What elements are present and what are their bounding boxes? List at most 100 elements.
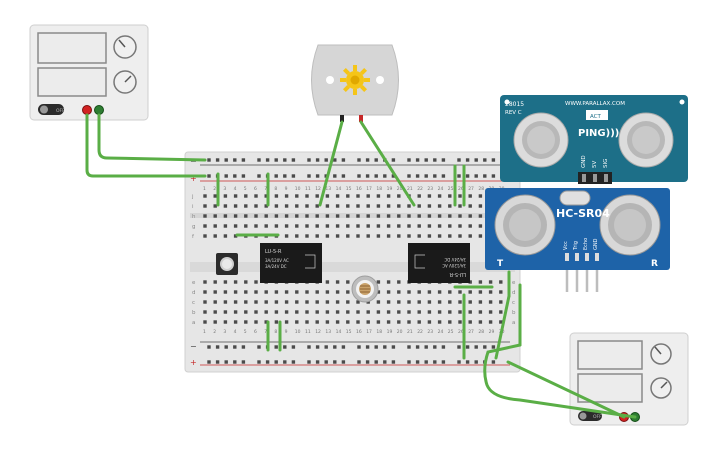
breadboard-hole[interactable]	[468, 290, 472, 294]
breadboard-hole[interactable]	[274, 214, 279, 218]
breadboard-hole[interactable]	[295, 234, 299, 238]
breadboard-hole[interactable]	[448, 234, 452, 238]
breadboard-hole[interactable]	[407, 234, 411, 238]
breadboard-hole[interactable]	[241, 174, 246, 178]
breadboard-hole[interactable]	[356, 320, 360, 324]
breadboard-hole[interactable]	[213, 300, 217, 304]
breadboard-hole[interactable]	[356, 310, 360, 314]
breadboard-hole[interactable]	[233, 360, 237, 364]
breadboard-hole[interactable]	[458, 224, 462, 228]
breadboard-hole[interactable]	[233, 224, 238, 228]
breadboard-hole[interactable]	[366, 224, 370, 228]
breadboard-hole[interactable]	[448, 224, 452, 228]
breadboard-hole[interactable]	[307, 174, 311, 178]
breadboard-hole[interactable]	[386, 320, 391, 324]
breadboard-hole[interactable]	[397, 224, 401, 228]
breadboard-hole[interactable]	[215, 158, 220, 162]
breadboard-hole[interactable]	[274, 158, 278, 162]
breadboard-hole[interactable]	[468, 204, 472, 208]
breadboard-hole[interactable]	[407, 345, 411, 349]
breadboard-hole[interactable]	[274, 310, 279, 314]
breadboard-hole[interactable]	[376, 280, 381, 284]
breadboard-hole[interactable]	[457, 158, 461, 162]
breadboard-hole[interactable]	[295, 320, 299, 324]
breadboard-hole[interactable]	[424, 158, 428, 162]
breadboard-hole[interactable]	[284, 224, 289, 228]
breadboard-hole[interactable]	[386, 204, 391, 208]
breadboard-hole[interactable]	[465, 360, 470, 364]
breadboard-hole[interactable]	[341, 174, 346, 178]
breadboard-hole[interactable]	[365, 345, 370, 349]
breadboard-hole[interactable]	[433, 174, 437, 178]
breadboard-hole[interactable]	[391, 158, 396, 162]
breadboard-hole[interactable]	[391, 174, 396, 178]
breadboard-hole[interactable]	[386, 310, 391, 314]
breadboard-hole[interactable]	[265, 360, 270, 364]
breadboard-hole[interactable]	[478, 214, 483, 218]
breadboard-hole[interactable]	[291, 174, 296, 178]
breadboard-hole[interactable]	[465, 158, 470, 162]
breadboard-hole[interactable]	[207, 174, 211, 178]
breadboard-hole[interactable]	[283, 360, 287, 364]
breadboard-hole[interactable]	[427, 194, 432, 198]
breadboard-hole[interactable]	[383, 174, 387, 178]
breadboard-hole[interactable]	[223, 300, 228, 304]
breadboard-hole[interactable]	[468, 234, 472, 238]
breadboard-hole[interactable]	[458, 300, 462, 304]
breadboard-hole[interactable]	[315, 234, 319, 238]
breadboard-hole[interactable]	[499, 280, 503, 284]
breadboard-hole[interactable]	[295, 214, 299, 218]
breadboard-hole[interactable]	[448, 204, 452, 208]
breadboard-hole[interactable]	[335, 204, 340, 208]
breadboard-hole[interactable]	[468, 194, 472, 198]
breadboard-hole[interactable]	[499, 310, 503, 314]
breadboard-hole[interactable]	[433, 345, 437, 349]
breadboard-hole[interactable]	[478, 300, 483, 304]
breadboard-hole[interactable]	[488, 320, 493, 324]
breadboard-hole[interactable]	[386, 214, 391, 218]
breadboard-hole[interactable]	[437, 214, 442, 218]
breadboard-hole[interactable]	[499, 320, 503, 324]
breadboard-hole[interactable]	[448, 194, 452, 198]
breadboard-hole[interactable]	[315, 320, 319, 324]
breadboard-hole[interactable]	[397, 320, 401, 324]
breadboard-hole[interactable]	[335, 310, 340, 314]
breadboard-hole[interactable]	[483, 158, 487, 162]
breadboard-hole[interactable]	[417, 234, 421, 238]
breadboard-hole[interactable]	[307, 158, 311, 162]
breadboard-hole[interactable]	[203, 214, 207, 218]
breadboard-hole[interactable]	[305, 300, 309, 304]
breadboard-hole[interactable]	[333, 174, 337, 178]
breadboard-hole[interactable]	[335, 234, 340, 238]
breadboard-hole[interactable]	[458, 204, 462, 208]
breadboard-hole[interactable]	[474, 345, 478, 349]
breadboard-hole[interactable]	[274, 194, 279, 198]
breadboard-hole[interactable]	[357, 174, 361, 178]
breadboard-hole[interactable]	[478, 204, 483, 208]
breadboard-hole[interactable]	[315, 360, 320, 364]
breadboard-hole[interactable]	[233, 174, 237, 178]
breadboard-hole[interactable]	[346, 310, 350, 314]
breadboard-hole[interactable]	[427, 204, 432, 208]
breadboard-hole[interactable]	[491, 174, 496, 178]
breadboard-hole[interactable]	[448, 320, 452, 324]
breadboard-hole[interactable]	[213, 224, 217, 228]
breadboard-hole[interactable]	[383, 345, 387, 349]
breadboard-hole[interactable]	[213, 290, 217, 294]
breadboard-hole[interactable]	[265, 158, 270, 162]
breadboard-hole[interactable]	[305, 290, 309, 294]
breadboard-hole[interactable]	[254, 224, 258, 228]
breadboard-hole[interactable]	[335, 320, 340, 324]
breadboard-hole[interactable]	[415, 174, 420, 178]
breadboard-hole[interactable]	[346, 234, 350, 238]
breadboard-hole[interactable]	[437, 194, 442, 198]
breadboard-hole[interactable]	[427, 234, 432, 238]
breadboard-hole[interactable]	[233, 158, 237, 162]
breadboard-hole[interactable]	[295, 290, 299, 294]
breadboard-hole[interactable]	[437, 310, 442, 314]
breadboard-hole[interactable]	[448, 310, 452, 314]
breadboard-hole[interactable]	[283, 158, 287, 162]
breadboard-hole[interactable]	[341, 158, 346, 162]
breadboard-hole[interactable]	[366, 320, 370, 324]
breadboard-hole[interactable]	[397, 234, 401, 238]
